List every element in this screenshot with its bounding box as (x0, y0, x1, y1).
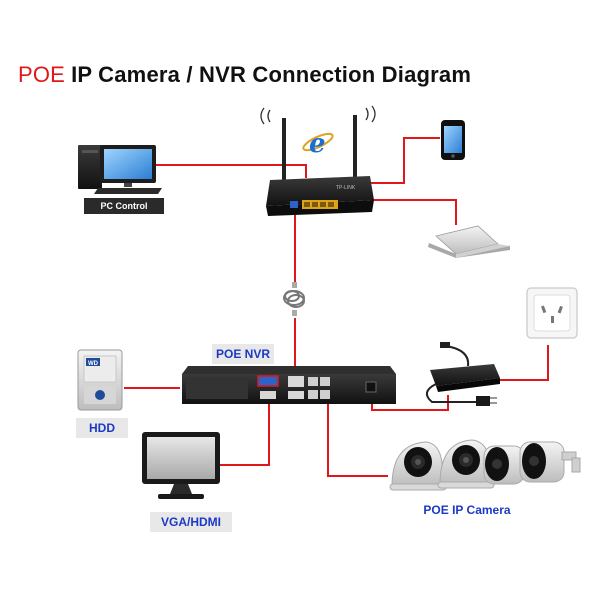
cable-plug-top (292, 282, 297, 288)
monitor-icon (142, 432, 220, 499)
nvr-icon (182, 366, 396, 404)
laptop-icon (428, 225, 510, 258)
hdd-icon (77, 349, 123, 411)
bullet-camera-icon (483, 445, 525, 485)
line-pc-router (156, 164, 307, 178)
poe-ip-camera-label: POE IP Camera (423, 503, 511, 517)
title-prefix: POE (18, 62, 66, 87)
title-main: IP Camera / NVR Connection Diagram (71, 62, 472, 87)
cable-plug-bottom (292, 310, 297, 316)
hdd-label: HDD (76, 418, 128, 438)
bullet-camera-icon (519, 441, 581, 483)
pc-icon (78, 145, 162, 194)
ie-glyph: e (309, 129, 326, 159)
ethernet-cable-icon (283, 290, 305, 308)
router-brand: TP-LINK (336, 185, 356, 191)
hdd-brand: WD (88, 361, 99, 367)
line-nvr-cameras (327, 395, 388, 477)
power-adapter-icon (425, 342, 500, 406)
pc-control-label: PC Control (84, 198, 164, 214)
line-nvr-monitor (218, 380, 270, 466)
dome-camera-icon (389, 441, 447, 491)
line-router-laptop (370, 199, 457, 225)
line-socket-adapter (500, 345, 549, 381)
router-icon (260, 105, 376, 216)
connection-lines (124, 137, 549, 477)
dome-camera-icon (437, 439, 495, 489)
line-router-phone (345, 137, 440, 184)
poe-nvr-label: POE NVR (212, 344, 274, 364)
wall-socket-icon (526, 287, 578, 339)
vga-hdmi-label: VGA/HDMI (150, 512, 232, 532)
ie-icon: e (302, 129, 334, 159)
phone-icon (441, 120, 465, 160)
